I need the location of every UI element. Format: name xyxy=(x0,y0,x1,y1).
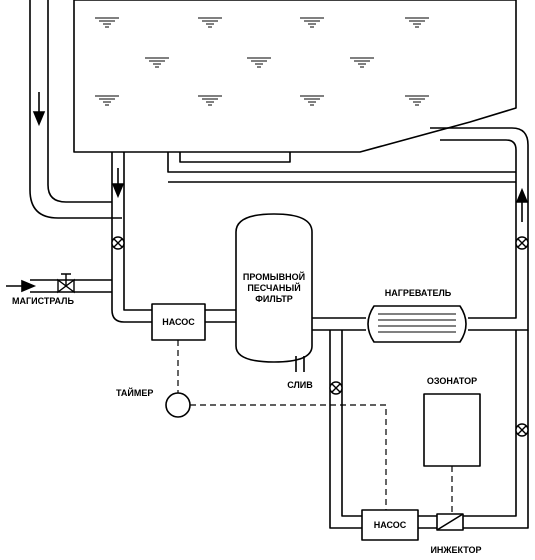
arrow-up-icon xyxy=(515,187,529,222)
heater xyxy=(367,305,467,343)
water-mark xyxy=(350,57,374,68)
timer-label: ТАЙМЕР xyxy=(116,387,153,398)
filter-label-line2: ПЕСЧАНЫЙ xyxy=(247,282,300,293)
flow-arrows xyxy=(6,92,529,293)
water-mark xyxy=(300,17,324,28)
mains-valve-icon xyxy=(57,273,75,294)
water-mark xyxy=(198,17,222,28)
main-line-label: МАГИСТРАЛЬ xyxy=(12,296,74,306)
suction-pipe xyxy=(111,152,152,323)
heater-label: НАГРЕВАТЕЛЬ xyxy=(385,288,452,298)
arrow-right-icon xyxy=(6,279,37,293)
ozonator xyxy=(423,393,481,467)
drain-pipe xyxy=(295,356,305,372)
arrow-down-icon xyxy=(32,92,46,127)
mains-inlet-pipe xyxy=(30,279,112,293)
water-mark xyxy=(300,95,324,106)
heater-outlet-pipe xyxy=(430,127,529,331)
valve-icon xyxy=(329,381,343,395)
bottom-return-pipe xyxy=(167,152,516,183)
ozone-loop-pipe xyxy=(329,330,529,529)
labels: МАГИСТРАЛЬ НАСОС ПРОМЫВНОЙ ПЕСЧАНЫЙ ФИЛЬ… xyxy=(12,271,482,555)
control-lines xyxy=(177,340,453,514)
water-mark xyxy=(145,57,169,68)
sand-filter xyxy=(235,213,313,363)
valves xyxy=(57,236,529,437)
pool-basin xyxy=(73,0,517,153)
water-mark xyxy=(405,17,429,28)
filter-label-line1: ПРОМЫВНОЙ xyxy=(243,271,305,282)
main-pump-label: НАСОС xyxy=(162,317,195,327)
water-mark xyxy=(95,17,119,28)
drain-label: СЛИВ xyxy=(287,380,313,390)
ozone-pump-label: НАСОС xyxy=(374,520,407,530)
timer-icon xyxy=(165,392,191,418)
overflow-pipe xyxy=(29,0,122,219)
water-mark xyxy=(198,95,222,106)
water-mark xyxy=(95,95,119,106)
valve-icon xyxy=(111,236,125,250)
ozonator-label: ОЗОНАТОР xyxy=(427,376,477,386)
injector-label: ИНЖЕКТОР xyxy=(430,545,481,555)
valve-icon xyxy=(515,236,529,250)
injector xyxy=(436,513,464,531)
pump-to-filter-pipe xyxy=(205,309,236,323)
water-mark xyxy=(247,57,271,68)
arrow-down-icon xyxy=(111,168,125,199)
valve-icon xyxy=(515,423,529,437)
water-mark xyxy=(405,95,429,106)
water-surface-marks xyxy=(95,17,429,106)
ozone-pump xyxy=(361,509,419,541)
filter-label-line3: ФИЛЬТР xyxy=(255,294,293,304)
filter-to-heater-pipe xyxy=(312,317,366,331)
